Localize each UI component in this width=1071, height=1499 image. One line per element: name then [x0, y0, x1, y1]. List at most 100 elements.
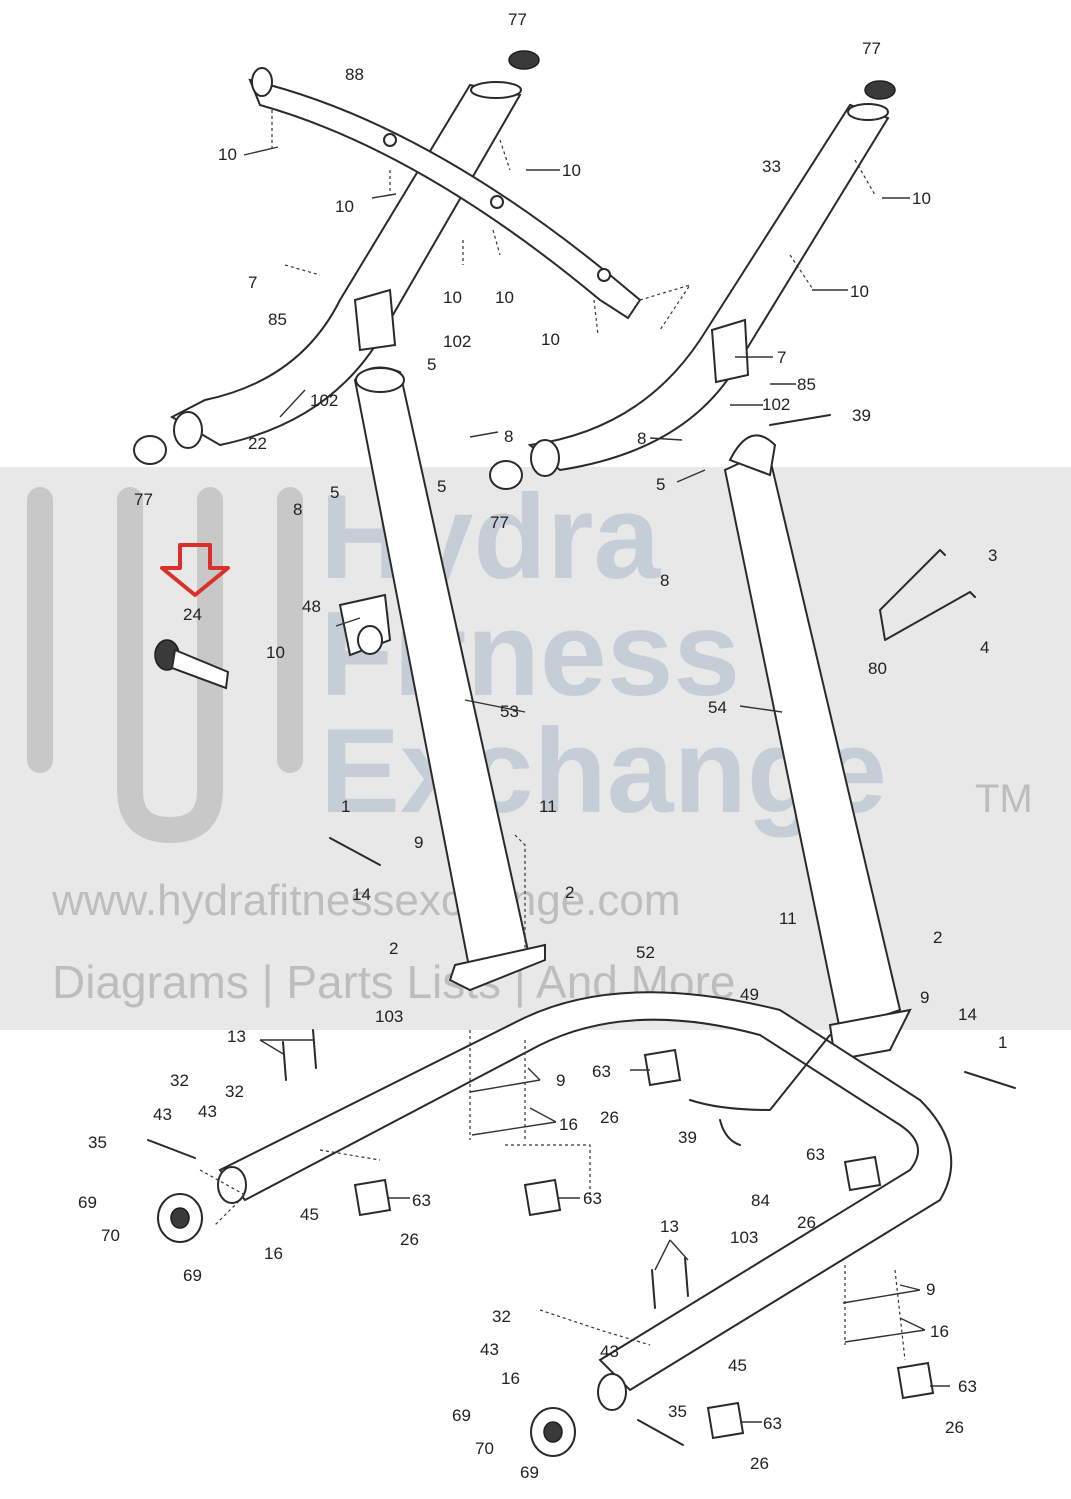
callout-label: 32 [170, 1071, 189, 1090]
callout-label: 1 [341, 797, 350, 816]
callout-label[interactable]: 24 [183, 605, 202, 624]
callout-label: 102 [762, 395, 790, 414]
dashed-assembly-lines [199, 110, 906, 1361]
callout-label: 16 [559, 1115, 578, 1134]
callout-label: 8 [293, 500, 302, 519]
levelers-63 [353, 1048, 935, 1440]
callout-label: 16 [264, 1244, 283, 1263]
callout-label: 3 [988, 546, 997, 565]
callout-label: 69 [520, 1463, 539, 1482]
callout-label: 35 [668, 1402, 687, 1421]
callout-label: 8 [504, 427, 513, 446]
callout-label: 63 [806, 1145, 825, 1164]
callout-label: 9 [414, 833, 423, 852]
callout-label: 10 [443, 288, 462, 307]
callout-label: 102 [310, 391, 338, 410]
callout-label: 54 [708, 698, 727, 717]
callout-label: 26 [400, 1230, 419, 1249]
callout-label: 70 [475, 1439, 494, 1458]
callout-label: 8 [660, 571, 669, 590]
watermark: Hydra Fitness Exchange TM www.hydrafitne… [0, 467, 1071, 1030]
callout-label: 33 [762, 157, 781, 176]
callout-label: 63 [592, 1062, 611, 1081]
callout-label: 69 [78, 1193, 97, 1212]
callout-label: 2 [565, 883, 574, 902]
callout-label: 5 [427, 355, 436, 374]
callout-label: 69 [183, 1266, 202, 1285]
callout-label: 9 [556, 1071, 565, 1090]
callout-label: 43 [198, 1102, 217, 1121]
callout-label: 14 [352, 885, 371, 904]
callout-label: 48 [302, 597, 321, 616]
callout-label: 85 [268, 310, 287, 329]
leader-lines [243, 146, 950, 1423]
callout-label: 77 [508, 10, 527, 29]
wire-bracket-80 [879, 549, 976, 641]
watermark-line2: Fitness [320, 587, 740, 721]
callout-label: 43 [480, 1340, 499, 1359]
callout-label: 52 [636, 943, 655, 962]
callout-label: 16 [501, 1369, 520, 1388]
callout-label: 84 [751, 1191, 770, 1210]
callout-label: 7 [248, 273, 257, 292]
callout-label: 2 [933, 928, 942, 947]
callout-label: 39 [852, 406, 871, 425]
watermark-line1: Hydra [320, 470, 661, 604]
callout-label: 32 [492, 1307, 511, 1326]
watermark-tm: TM [975, 777, 1033, 821]
callout-label: 2 [389, 939, 398, 958]
callout-label: 85 [797, 375, 816, 394]
callout-label: 45 [300, 1205, 319, 1224]
wire-harness-39 [689, 414, 831, 1146]
callout-label: 13 [227, 1027, 246, 1046]
callout-label: 63 [958, 1377, 977, 1396]
upright-brackets [353, 288, 750, 384]
callout-label: 26 [797, 1213, 816, 1232]
callout-label: 26 [945, 1418, 964, 1437]
callout-label: 43 [153, 1105, 172, 1124]
callout-label: 10 [335, 197, 354, 216]
wheels-70 [157, 1193, 576, 1457]
callout-label: 43 [600, 1342, 619, 1361]
callout-label: 4 [980, 638, 989, 657]
callout-label: 35 [88, 1133, 107, 1152]
callout-label: 5 [330, 483, 339, 502]
crossbar-88 [248, 67, 642, 320]
end-caps-77 [133, 50, 896, 490]
callout-label: 80 [868, 659, 887, 678]
callout-label: 10 [218, 145, 237, 164]
callout-label: 9 [920, 988, 929, 1007]
highlight-arrow [160, 543, 230, 597]
callout-label: 77 [862, 39, 881, 58]
callout-label: 32 [225, 1082, 244, 1101]
callout-label: 11 [539, 797, 557, 816]
callout-label: 22 [248, 434, 267, 453]
callout-label: 10 [541, 330, 560, 349]
callout-label: 39 [678, 1128, 697, 1147]
right-upright-tube-33 [527, 103, 890, 477]
callout-label: 45 [728, 1356, 747, 1375]
callout-label: 26 [600, 1108, 619, 1127]
callout-label: 8 [637, 429, 646, 448]
callout-label: 77 [134, 490, 153, 509]
callout-label: 63 [763, 1414, 782, 1433]
callout-label: 10 [562, 161, 581, 180]
bracket-48 [338, 593, 392, 657]
callout-label: 77 [490, 513, 509, 532]
base-frame-52 [217, 991, 953, 1411]
callout-label: 63 [583, 1189, 602, 1208]
knob-24[interactable] [154, 639, 230, 690]
callout-label: 102 [443, 332, 471, 351]
callout-label: 5 [656, 475, 665, 494]
callout-label: 10 [266, 643, 285, 662]
callout-label: 9 [926, 1280, 935, 1299]
callout-label: 5 [437, 477, 446, 496]
upright-54 [723, 434, 912, 1062]
watermark-url: www.hydrafitnessexchange.com [51, 876, 681, 925]
callout-label: 70 [101, 1226, 120, 1245]
upright-53 [353, 366, 546, 992]
watermark-logo [27, 487, 303, 844]
callout-label: 16 [930, 1322, 949, 1341]
callout-label: 88 [345, 65, 364, 84]
